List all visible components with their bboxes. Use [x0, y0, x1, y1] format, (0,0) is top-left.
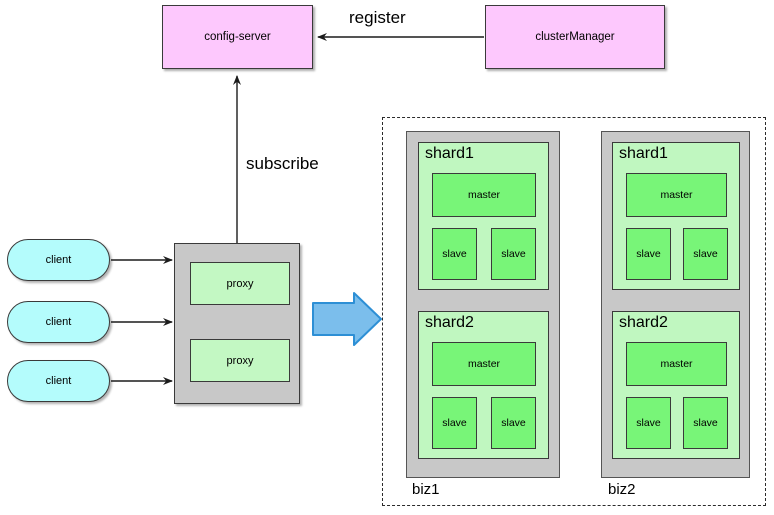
biz-group-biz1: shard1 master slave slave shard2 master …	[406, 131, 560, 478]
node-master-biz1-shard1-label: master	[467, 189, 501, 201]
shard-label-biz2-shard2: shard2	[619, 314, 668, 331]
node-slave-biz2-shard1-a[interactable]: slave	[626, 228, 671, 280]
biz-group-biz2-label: biz2	[608, 481, 636, 498]
biz-group-biz1-label: biz1	[412, 481, 440, 498]
node-master-biz2-shard1-label: master	[660, 189, 693, 201]
node-slave-biz1-shard2-b-label: slave	[501, 417, 526, 429]
node-client-3[interactable]: client	[7, 360, 110, 402]
node-master-biz1-shard2-label: master	[467, 358, 501, 370]
node-slave-biz1-shard1-a[interactable]: slave	[432, 228, 477, 280]
edge-label-register: register	[349, 8, 406, 27]
node-slave-biz2-shard2-b-label: slave	[693, 417, 718, 429]
edge-label-subscribe: subscribe	[246, 154, 319, 173]
node-slave-biz1-shard1-a-label: slave	[442, 248, 467, 260]
biz-group-biz2: shard1 master slave slave shard2 master …	[601, 131, 750, 478]
node-slave-biz2-shard1-b-label: slave	[693, 248, 718, 260]
shard-label-biz1-shard1: shard1	[425, 145, 474, 162]
shard-panel-biz2-shard1: shard1 master slave slave	[612, 142, 740, 290]
cluster-dashed-region	[382, 117, 766, 506]
node-master-biz2-shard2-label: master	[660, 358, 693, 370]
node-master-biz2-shard2[interactable]: master	[626, 342, 727, 386]
node-proxy-1-label: proxy	[226, 277, 254, 290]
node-slave-biz1-shard2-b[interactable]: slave	[491, 397, 536, 449]
node-proxy-2-label: proxy	[226, 354, 254, 367]
node-slave-biz1-shard1-b-label: slave	[501, 248, 526, 260]
node-client-1-label: client	[45, 254, 72, 266]
node-config-server[interactable]: config-server	[162, 5, 313, 69]
block-arrow-proxy-to-cluster	[312, 292, 382, 346]
node-client-1[interactable]: client	[7, 239, 110, 281]
node-proxy-1[interactable]: proxy	[190, 262, 290, 305]
node-slave-biz2-shard2-b[interactable]: slave	[683, 397, 728, 449]
shard-panel-biz1-shard1: shard1 master slave slave	[418, 142, 549, 290]
node-slave-biz2-shard1-b[interactable]: slave	[683, 228, 728, 280]
proxy-container: proxy proxy	[174, 243, 300, 404]
shard-label-biz2-shard1: shard1	[619, 145, 668, 162]
node-master-biz1-shard1[interactable]: master	[432, 173, 536, 217]
node-cluster-manager-label: clusterManager	[535, 31, 615, 43]
node-slave-biz2-shard2-a[interactable]: slave	[626, 397, 671, 449]
node-slave-biz2-shard2-a-label: slave	[636, 417, 661, 429]
node-client-2[interactable]: client	[7, 301, 110, 343]
shard-label-biz1-shard2: shard2	[425, 314, 474, 331]
node-proxy-2[interactable]: proxy	[190, 339, 290, 382]
node-config-server-label: config-server	[204, 31, 271, 43]
node-slave-biz2-shard1-a-label: slave	[636, 248, 661, 260]
shard-panel-biz2-shard2: shard2 master slave slave	[612, 311, 740, 459]
shard-panel-biz1-shard2: shard2 master slave slave	[418, 311, 549, 459]
node-slave-biz1-shard1-b[interactable]: slave	[491, 228, 536, 280]
node-master-biz1-shard2[interactable]: master	[432, 342, 536, 386]
node-master-biz2-shard1[interactable]: master	[626, 173, 727, 217]
node-cluster-manager[interactable]: clusterManager	[485, 5, 665, 69]
node-client-2-label: client	[45, 316, 72, 328]
node-slave-biz1-shard2-a[interactable]: slave	[432, 397, 477, 449]
node-client-3-label: client	[45, 375, 72, 387]
node-slave-biz1-shard2-a-label: slave	[442, 417, 467, 429]
